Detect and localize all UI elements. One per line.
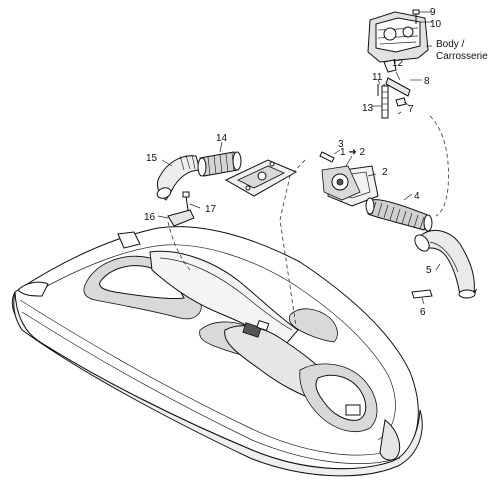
callout-16: 16 [144, 212, 156, 223]
callout-15: 15 [146, 153, 158, 164]
callout-3: 3 [338, 139, 344, 150]
note-body-line2: Carrosserie [436, 51, 488, 62]
callout-14: 14 [216, 133, 228, 144]
screw-17 [182, 191, 201, 211]
callout-9: 9 [430, 7, 436, 18]
callout-4: 4 [414, 191, 420, 202]
callout-5: 5 [426, 265, 432, 276]
corrugated-hose-4 [365, 193, 433, 232]
elbow-duct-5 [414, 229, 477, 299]
clip-6 [411, 289, 433, 305]
assembly-guides [167, 109, 449, 327]
parts-1-2-3 [319, 149, 379, 207]
hose-15 [156, 154, 201, 201]
hull [11, 226, 423, 477]
bracket-16 [157, 209, 195, 227]
support-bracket [372, 71, 422, 119]
note-body-line1: Body / [436, 39, 465, 50]
body-assembly [367, 9, 432, 73]
callout-13: 13 [362, 103, 374, 114]
callout-6: 6 [420, 307, 426, 318]
callout-11: 11 [372, 72, 383, 83]
callout-12: 12 [392, 58, 404, 69]
callout-8: 8 [424, 76, 430, 87]
base-tray [224, 159, 298, 197]
callout-17: 17 [205, 204, 217, 215]
callout-7: 7 [408, 104, 414, 115]
hose-14 [197, 141, 242, 177]
callout-10: 10 [430, 19, 442, 30]
callouts: 1 ➜ 2 2 3 4 5 6 7 8 9 10 11 12 13 14 15 … [144, 7, 488, 318]
callout-2: 2 [382, 167, 388, 178]
callout-1: 1 ➜ 2 [340, 147, 365, 158]
